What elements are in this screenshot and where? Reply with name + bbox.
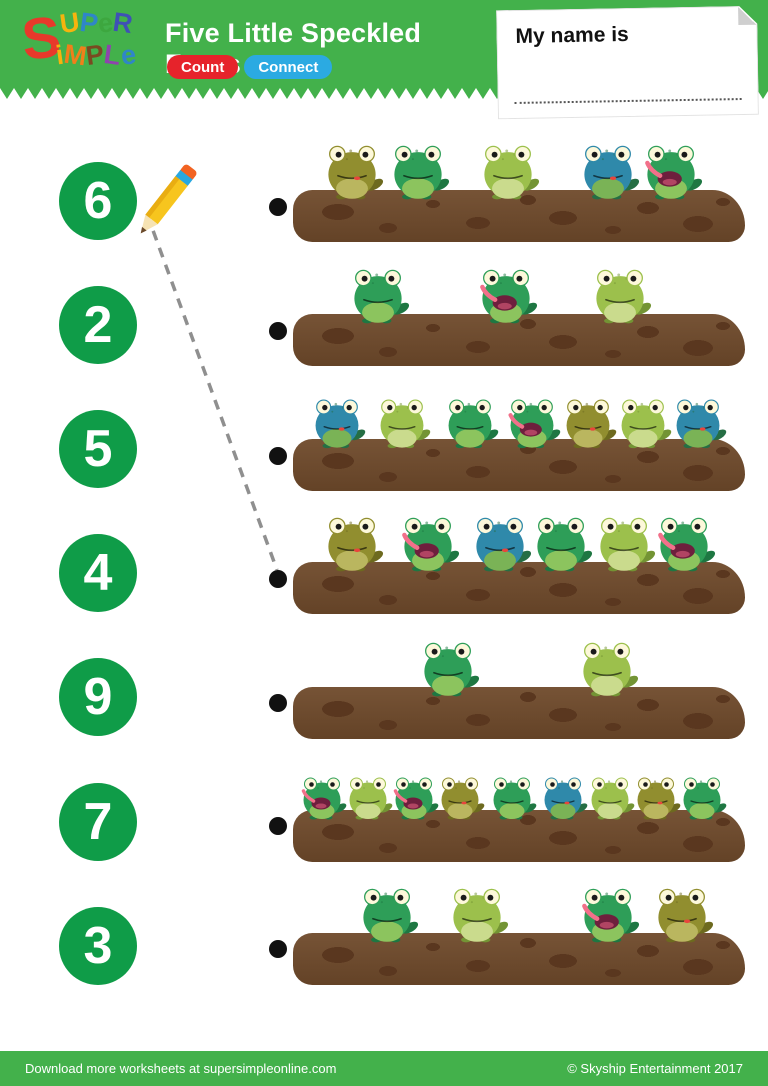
logo-letter: R (110, 6, 135, 40)
frog-icon-green-closed (448, 399, 499, 449)
footer-bar: Download more worksheets at supersimpleo… (0, 1051, 768, 1086)
frog-icon-green-closed (394, 145, 450, 200)
frog-icon-light-closed (349, 777, 393, 820)
number-circle-4[interactable]: 4 (59, 534, 137, 612)
frog-icon-olive-closed-tongue (637, 777, 681, 820)
connect-dot[interactable] (269, 447, 287, 465)
frog-icon-light-closed (453, 888, 509, 943)
frog-icon-green-closed (493, 777, 537, 820)
badge-connect: Connect (244, 55, 333, 79)
badge-count: Count (167, 55, 239, 79)
frog-icon-light-closed (583, 642, 639, 697)
frog-icon-blue-closed-tongue (476, 517, 532, 572)
connect-dot[interactable] (269, 940, 287, 958)
frog-icon-green-open (393, 777, 439, 820)
frog-icon-green-open (645, 145, 703, 200)
connect-dot[interactable] (269, 198, 287, 216)
frog-icon-olive-closed-tongue (441, 777, 485, 820)
frog-icon-green-open (480, 269, 538, 324)
frog-icon-light-closed (600, 517, 656, 572)
log-image (293, 687, 745, 739)
frog-icon-light-closed (621, 399, 672, 449)
name-box: My name is (496, 6, 759, 120)
name-input-line[interactable] (515, 96, 742, 104)
connect-dot[interactable] (269, 817, 287, 835)
number-circle-6[interactable]: 6 (59, 162, 137, 240)
log-image (293, 562, 745, 614)
number-circle-7[interactable]: 7 (59, 783, 137, 861)
frog-icon-olive-closed-tongue (328, 145, 384, 200)
frog-icon-light-closed (380, 399, 431, 449)
frog-icon-blue-closed-tongue (544, 777, 588, 820)
number-circle-9[interactable]: 9 (59, 658, 137, 736)
log-image (293, 439, 745, 491)
frog-icon-green-open (582, 888, 640, 943)
log-image (293, 933, 745, 985)
frog-icon-blue-closed-tongue (584, 145, 640, 200)
number-circle-2[interactable]: 2 (59, 286, 137, 364)
logo-letter: e (118, 39, 138, 71)
log-image (293, 190, 745, 242)
frog-icon-blue-closed-tongue (315, 399, 366, 449)
pencil-icon (140, 164, 197, 234)
name-box-label: My name is (515, 22, 629, 48)
number-circle-5[interactable]: 5 (59, 410, 137, 488)
frog-icon-light-closed (484, 145, 540, 200)
frog-icon-green-open (301, 777, 347, 820)
frog-icon-olive-closed-tongue (566, 399, 617, 449)
frog-icon-green-closed (537, 517, 593, 572)
connect-dot[interactable] (269, 694, 287, 712)
frog-icon-green-open (658, 517, 716, 572)
frog-icon-blue-closed-tongue (676, 399, 727, 449)
frog-icon-green-open (402, 517, 460, 572)
number-circle-3[interactable]: 3 (59, 907, 137, 985)
footer-copyright-text: © Skyship Entertainment 2017 (567, 1061, 743, 1076)
frog-icon-olive-closed-tongue (658, 888, 714, 943)
frog-icon-green-closed (363, 888, 419, 943)
frog-icon-light-closed (591, 777, 635, 820)
frog-icon-green-open (508, 399, 561, 449)
frog-icon-olive-closed-tongue (328, 517, 384, 572)
connect-dot[interactable] (269, 570, 287, 588)
footer-download-text: Download more worksheets at supersimpleo… (25, 1061, 337, 1076)
connect-dot[interactable] (269, 322, 287, 340)
frog-icon-green-closed (354, 269, 410, 324)
frog-icon-light-closed (596, 269, 652, 324)
frog-icon-green-closed (424, 642, 480, 697)
log-image (293, 810, 745, 862)
log-image (293, 314, 745, 366)
frog-icon-green-closed (683, 777, 727, 820)
